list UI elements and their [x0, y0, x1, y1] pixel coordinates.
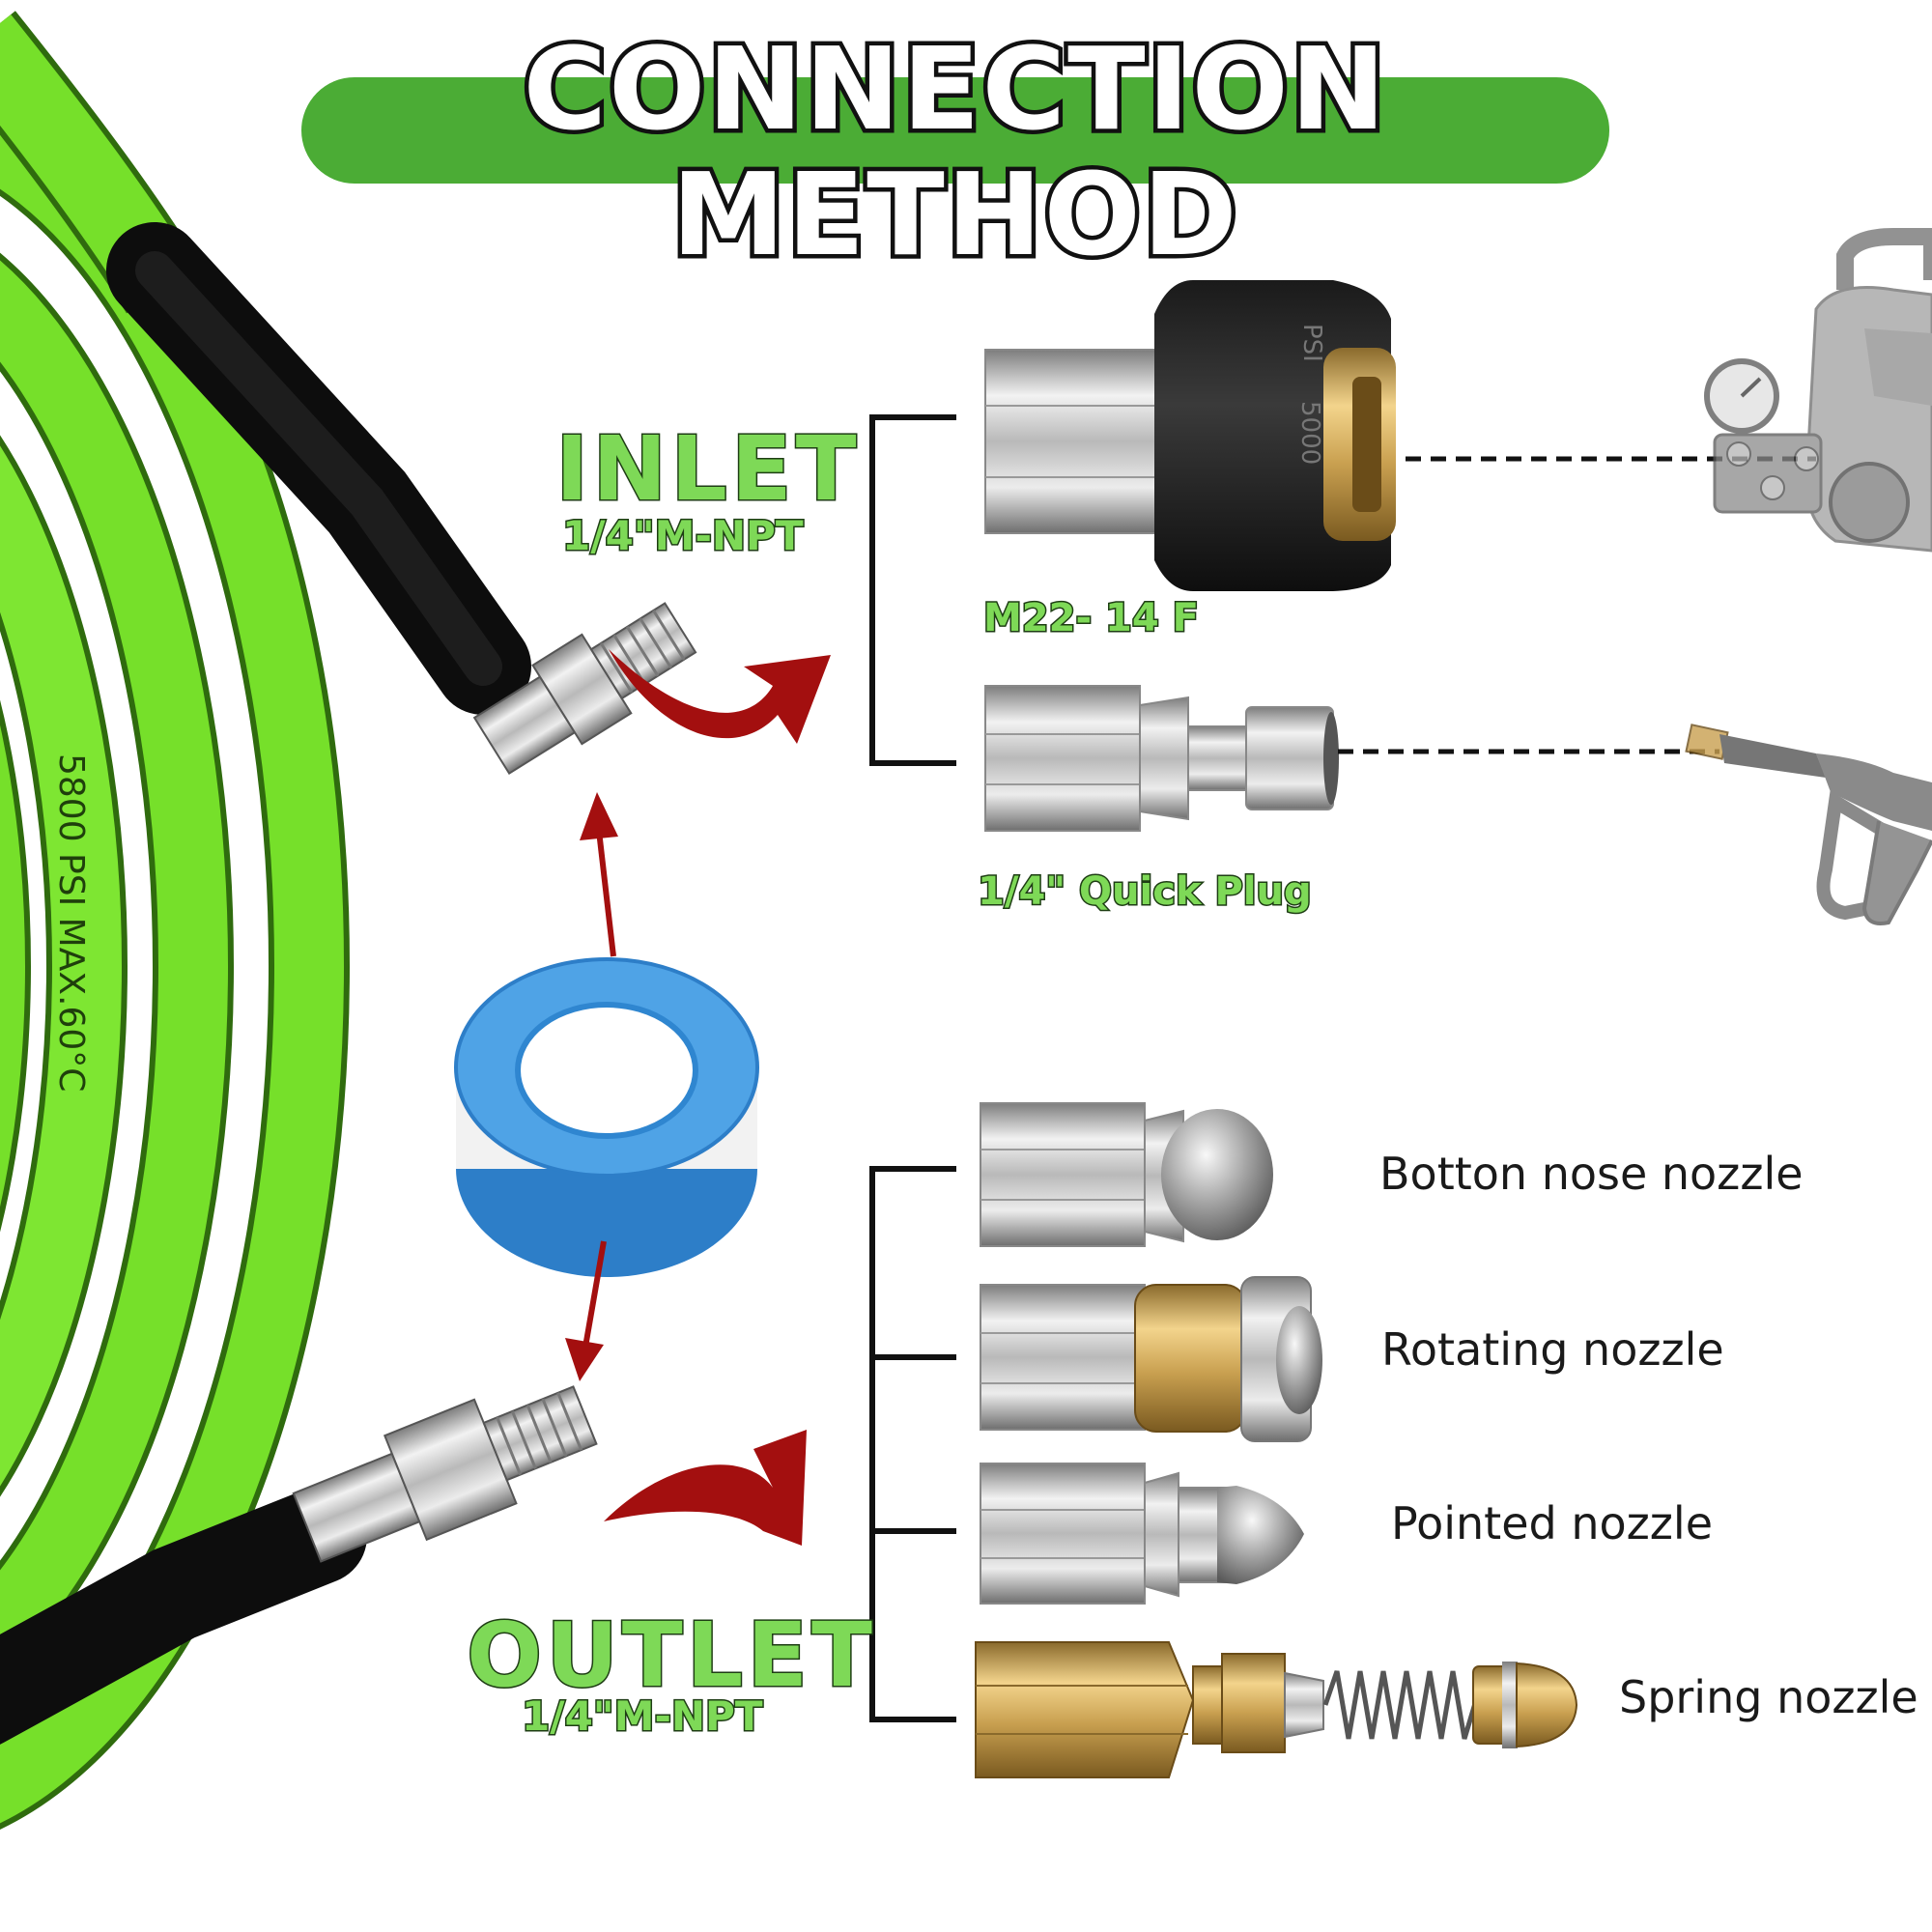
rotating-nozzle — [980, 1276, 1322, 1442]
coupler-rating-mark: 5000 — [1295, 401, 1324, 465]
inlet-label: INLET — [554, 416, 861, 523]
quick-plug — [984, 685, 1339, 832]
spring-nozzle — [975, 1641, 1578, 1778]
button-nose-nozzle — [980, 1102, 1273, 1247]
inlet-thread-label: 1/4"M-NPT — [560, 511, 804, 561]
m22-fitting-label: M22- 14 F — [982, 595, 1201, 642]
hose-print-text: 5800 PSI MAX.60°C — [51, 753, 91, 1092]
outlet-label: OUTLET — [466, 1603, 876, 1709]
pressure-washer-machine — [1704, 228, 1932, 553]
rotating-nozzle-label: Rotating nozzle — [1381, 1323, 1724, 1376]
quick-plug-label: 1/4" Quick Plug — [977, 868, 1314, 916]
spray-gun — [1685, 724, 1932, 925]
nozzle-bracket — [869, 1166, 956, 1722]
hose-coil — [0, 11, 350, 1830]
inlet-curved-arrow — [609, 649, 831, 744]
title-banner — [301, 77, 1609, 184]
outlet-thread-label: 1/4"M-NPT — [520, 1691, 763, 1742]
coupler-psi-mark: PSI — [1297, 324, 1326, 362]
inlet-hose-end — [106, 222, 697, 776]
outlet-hose-end — [0, 1385, 598, 1745]
outlet-curved-arrow — [604, 1430, 807, 1546]
m22-coupler: PSI 5000 — [984, 280, 1396, 591]
thread-seal-tape — [454, 957, 759, 1277]
pointed-nozzle-label: Pointed nozzle — [1391, 1497, 1714, 1549]
page-title: CONNECTION METHOD — [519, 22, 1390, 281]
inlet-bracket — [869, 414, 956, 766]
tape-arrows — [565, 792, 618, 1381]
button-nose-nozzle-label: Botton nose nozzle — [1379, 1148, 1804, 1200]
pointed-nozzle — [980, 1463, 1304, 1605]
spring-nozzle-label: Spring nozzle — [1619, 1671, 1918, 1723]
